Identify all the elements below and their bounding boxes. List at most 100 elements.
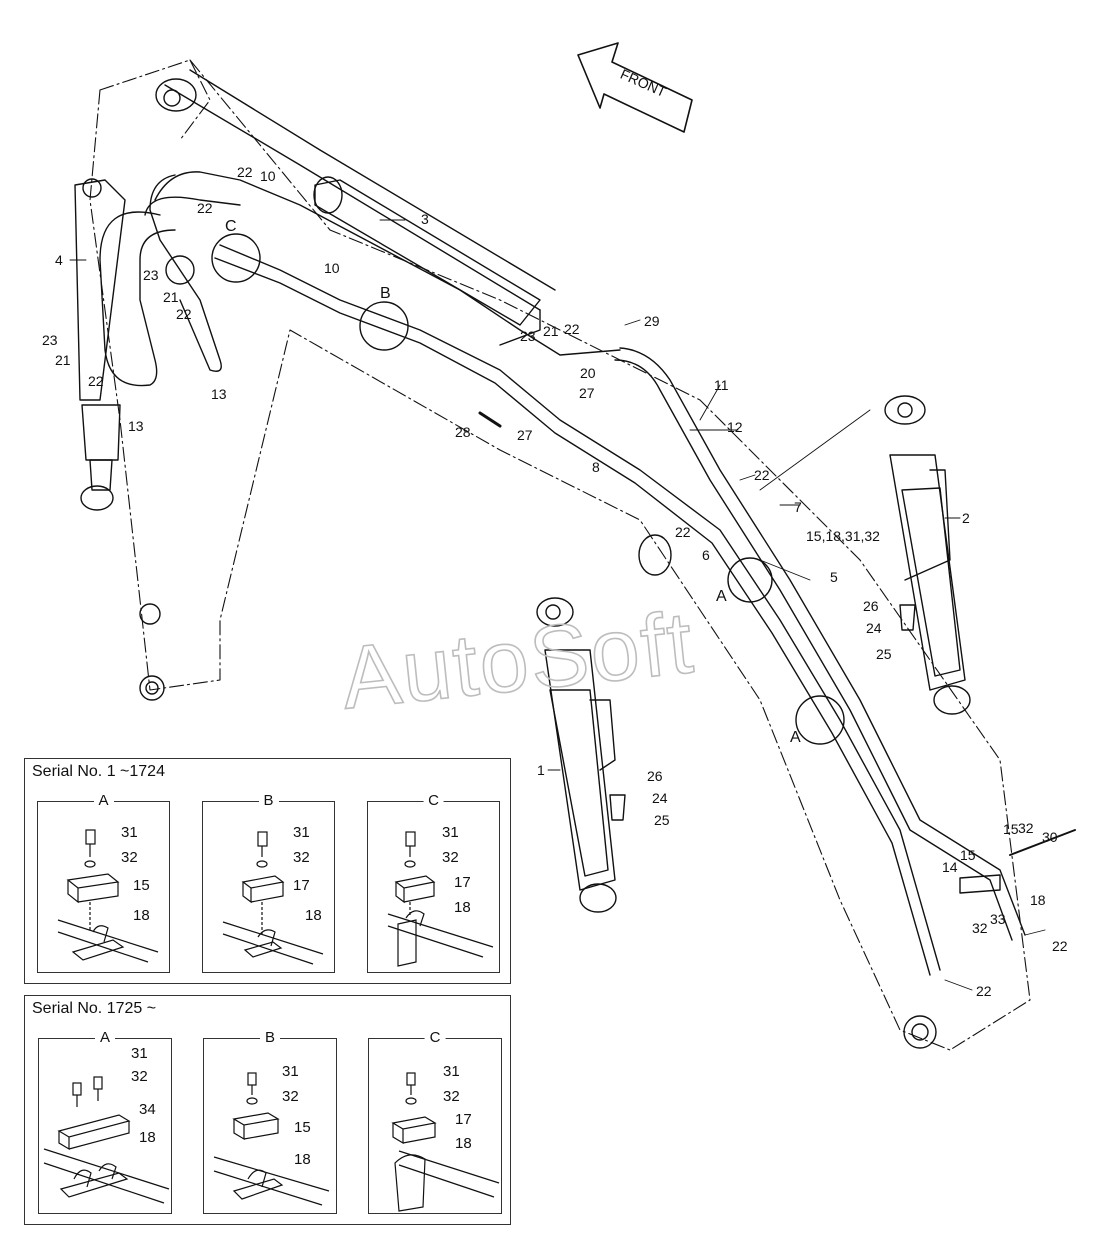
callout-5: 5 xyxy=(830,569,838,585)
callout-21b: 21 xyxy=(55,352,71,368)
detail-1-a: A 31 32 15 18 xyxy=(37,792,170,973)
detail-1-a-tag: A xyxy=(93,792,114,810)
detail-1-b-n4: 18 xyxy=(305,907,322,924)
front-arrow-outline xyxy=(577,42,693,133)
boom-outline xyxy=(89,59,1031,1051)
detail-2-b-n2: 32 xyxy=(282,1088,299,1105)
callout-26b: 26 xyxy=(647,768,663,784)
detail-1-c-n2: 32 xyxy=(442,849,459,866)
callout-15a: 15 xyxy=(1003,821,1019,837)
callout-23b: 23 xyxy=(42,332,58,348)
callout-21c: 21 xyxy=(543,323,559,339)
callout-22i: 22 xyxy=(976,983,992,999)
detail-1-a-n1: 31 xyxy=(121,824,138,841)
callout-13a: 13 xyxy=(128,418,144,434)
callout-22c: 22 xyxy=(176,306,192,322)
callout-10a: 10 xyxy=(260,168,276,184)
callout-27a: 27 xyxy=(579,385,595,401)
detail-2-c: C 31 32 17 18 xyxy=(368,1029,502,1214)
clamp-illustration xyxy=(43,1076,170,1204)
detail-2-c-n3: 17 xyxy=(455,1111,472,1128)
callout-33: 33 xyxy=(990,911,1006,927)
callout-22b: 22 xyxy=(197,200,213,216)
callout-24b: 24 xyxy=(652,790,668,806)
serial-panel-1: Serial No. 1 ~1724 A 31 32 15 18 B xyxy=(24,758,511,984)
front-label: FRONT xyxy=(618,66,669,100)
detail-2-c-n2: 32 xyxy=(443,1088,460,1105)
callout-22d: 22 xyxy=(88,373,104,389)
section-c-marker: C xyxy=(225,218,237,235)
serial-panel-2-title: Serial No. 1725 ~ xyxy=(32,1000,157,1017)
arm-cylinder-4 xyxy=(74,178,126,511)
callout-8: 8 xyxy=(592,459,600,475)
callout-4: 4 xyxy=(55,252,63,268)
callout-28: 28 xyxy=(455,424,471,440)
callout-27b: 27 xyxy=(517,427,533,443)
arm-cylinder-1 xyxy=(536,597,617,913)
detail-1-b: B 31 32 17 18 xyxy=(202,792,335,973)
serial-panel-2: Serial No. 1725 ~ A 31 32 34 18 B xyxy=(24,995,511,1225)
bucket-cylinder-2 xyxy=(884,395,971,715)
callout-22e: 22 xyxy=(564,321,580,337)
callout-1: 1 xyxy=(537,762,545,778)
callout-23c: 23 xyxy=(520,328,536,344)
callout-25a: 25 xyxy=(876,646,892,662)
section-a-marker-1: A xyxy=(790,729,801,746)
serial-panel-1-title: Serial No. 1 ~1724 xyxy=(32,763,165,780)
callout-26a: 26 xyxy=(863,598,879,614)
callout-20: 20 xyxy=(580,365,596,381)
detail-1-b-n2: 32 xyxy=(293,849,310,866)
boom-cylinder-3 xyxy=(155,69,556,346)
detail-1-b-tag: B xyxy=(258,792,279,810)
callout-6: 6 xyxy=(702,547,710,563)
detail-2-c-n4: 18 xyxy=(455,1135,472,1152)
detail-2-c-n1: 31 xyxy=(443,1063,460,1080)
detail-1-a-n2: 32 xyxy=(121,849,138,866)
detail-2-c-tag: C xyxy=(424,1029,446,1047)
clamp-illustration xyxy=(222,831,324,965)
callout-22g: 22 xyxy=(675,524,691,540)
section-a-marker-2: A xyxy=(716,588,727,605)
clamp-illustration xyxy=(387,831,494,967)
detail-1-b-n3: 17 xyxy=(293,877,310,894)
callout-13b: 13 xyxy=(211,386,227,402)
hose-loop-13 xyxy=(99,174,222,387)
detail-2-b-tag: B xyxy=(259,1029,281,1047)
detail-1-c-n3: 17 xyxy=(454,874,471,891)
callout-22h: 22 xyxy=(1052,938,1068,954)
watermark: AutoSoft xyxy=(337,592,699,727)
callout-22f: 22 xyxy=(754,467,770,483)
callout-32b: 32 xyxy=(972,920,988,936)
callout-10b: 10 xyxy=(324,260,340,276)
callout-14: 14 xyxy=(942,859,958,875)
detail-2-a-n4: 18 xyxy=(139,1129,156,1146)
detail-2-a-tag: A xyxy=(94,1029,116,1047)
detail-2-a-n2: 32 xyxy=(131,1068,148,1085)
detail-2-b-n1: 31 xyxy=(282,1063,299,1080)
detail-1-a-n3: 15 xyxy=(133,877,150,894)
callout-23a: 23 xyxy=(143,267,159,283)
detail-2-a-n3: 34 xyxy=(139,1101,156,1118)
detail-1-b-n1: 31 xyxy=(293,824,310,841)
callout-3: 3 xyxy=(421,211,429,227)
clamp-illustration xyxy=(57,829,159,963)
callout-30: 30 xyxy=(1042,829,1058,845)
detail-2-a-n1: 31 xyxy=(131,1045,148,1062)
detail-2-a: A 31 32 34 18 xyxy=(38,1029,172,1214)
detail-1-c-n1: 31 xyxy=(442,824,459,841)
clamp-illustration xyxy=(213,1072,330,1206)
callout-2: 2 xyxy=(962,510,970,526)
hoses-upper xyxy=(144,171,1026,976)
callout-7: 7 xyxy=(794,499,802,515)
detail-2-b-n4: 18 xyxy=(294,1151,311,1168)
callout-29: 29 xyxy=(644,313,660,329)
detail-1-c-n4: 18 xyxy=(454,899,471,916)
callout-32a: 32 xyxy=(1018,820,1034,836)
detail-1-c-tag: C xyxy=(423,792,444,810)
callouts: 1 2 3 4 5 6 7 8 10 10 11 12 13 13 14 15 … xyxy=(42,164,1068,999)
section-b-marker: B xyxy=(380,285,391,302)
detail-1-c: C 31 32 17 18 xyxy=(367,792,500,973)
detail-2-b: B 31 32 15 18 xyxy=(203,1029,337,1214)
callout-24a: 24 xyxy=(866,620,882,636)
